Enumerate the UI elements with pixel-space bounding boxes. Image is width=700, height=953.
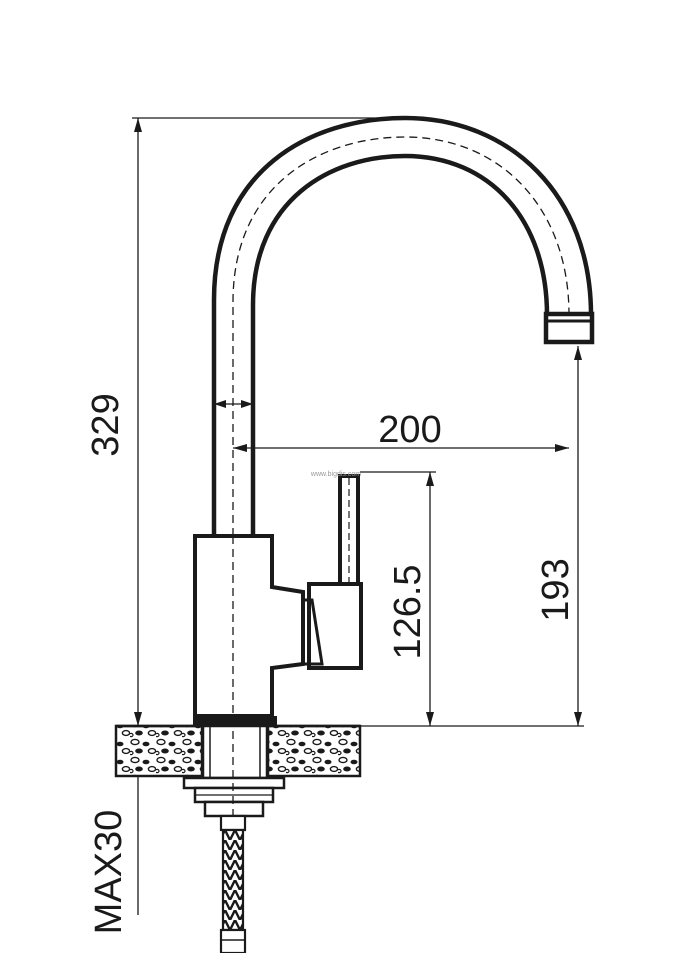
countertop-right-section [266,724,362,778]
spout-height-arrow-bottom [574,712,582,726]
handle-height-arrow-top [426,472,434,486]
hose-end-fitting [219,928,247,953]
reach-arrow-left [233,444,247,452]
dimension-spout-reach: 200 [214,400,569,452]
handle-height-arrow-bottom [426,712,434,726]
spout-reach-label: 200 [378,409,441,451]
handle-cartridge-cap [307,582,363,670]
mounting-shank [182,724,286,818]
handle-cartridge-bevel [303,598,324,666]
base-flange [193,716,277,726]
spout-outer-edge [211,115,594,536]
hose-braided-section [221,828,245,932]
arrowhead-top [134,118,142,132]
spout-centerline [232,136,570,536]
spout-height-arrow-top [574,346,582,360]
dimension-max-thickness: MAX30 [88,775,139,935]
reach-arrow-right [555,444,569,452]
lever-handle [303,474,363,670]
reach-tick-arrow-left [214,400,226,408]
dimension-total-height: 329 [85,117,405,727]
spout-height-label: 193 [535,558,577,621]
faucet-body [193,534,305,726]
shank-body [201,724,269,780]
dimension-handle-height: 126.5 [360,471,436,726]
threaded-stud [203,800,265,818]
body-outline [193,534,305,718]
countertop-left-section [114,724,204,778]
watermark: www.bigdis.com [310,471,361,478]
max-thickness-label: MAX30 [88,810,130,935]
hose-fitting [219,814,247,832]
handle-height-label: 126.5 [387,564,429,659]
reach-tick-arrow-right [241,400,253,408]
spout-inner-edge [250,153,550,536]
dimension-spout-height: 193 [360,346,584,727]
total-height-label: 329 [85,393,127,456]
arrowhead-bottom [134,712,142,726]
supply-hose [219,814,247,953]
aerator-outlet [543,311,595,345]
spout [211,115,595,536]
mounting-washer [182,776,286,790]
